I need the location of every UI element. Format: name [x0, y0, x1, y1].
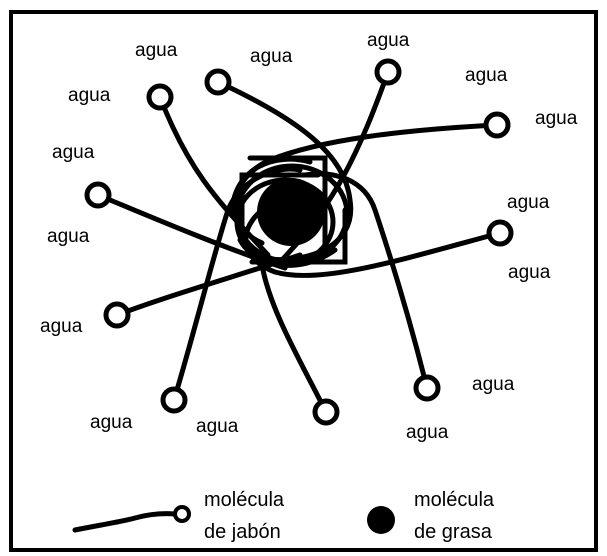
water-label: agua: [508, 262, 551, 283]
soap-tail-5: [98, 195, 285, 268]
soap-head-8: [163, 389, 185, 411]
water-label: agua: [406, 422, 449, 443]
soap-head-2: [207, 71, 229, 93]
water-label: agua: [367, 30, 410, 51]
water-label: agua: [40, 316, 83, 337]
water-label: agua: [535, 108, 578, 129]
legend-soap-tail: [75, 514, 175, 530]
legend-grease-molecule: [367, 506, 395, 534]
soap-head-5: [87, 184, 109, 206]
legend-grease-label-line1: molécula: [414, 489, 495, 511]
water-label: agua: [196, 416, 239, 437]
water-label: agua: [135, 40, 178, 61]
grease-molecule: [257, 178, 325, 246]
legend-soap-label-line2: de jabón: [204, 521, 281, 543]
water-label: agua: [472, 374, 515, 395]
soap-head-6: [489, 222, 511, 244]
soap-head-10: [416, 377, 438, 399]
legend-soap-head: [175, 507, 189, 521]
water-label: agua: [52, 142, 95, 163]
water-label: agua: [507, 192, 550, 213]
legend: molécula de jabón molécula de grasa: [75, 489, 495, 543]
water-label: agua: [68, 85, 111, 106]
soap-head-1: [149, 86, 171, 108]
water-label: agua: [47, 226, 90, 247]
legend-grease-label-line2: de grasa: [414, 521, 493, 543]
water-label: agua: [250, 46, 293, 67]
soap-head-3: [377, 61, 399, 83]
soap-head-4: [486, 114, 508, 136]
soap-tails: [98, 72, 500, 412]
legend-soap-label-line1: molécula: [204, 489, 285, 511]
soap-tail-9: [262, 265, 326, 412]
water-label: agua: [465, 65, 508, 86]
soap-head-9: [315, 401, 337, 423]
soap-head-7: [106, 304, 128, 326]
water-label: agua: [90, 412, 133, 433]
